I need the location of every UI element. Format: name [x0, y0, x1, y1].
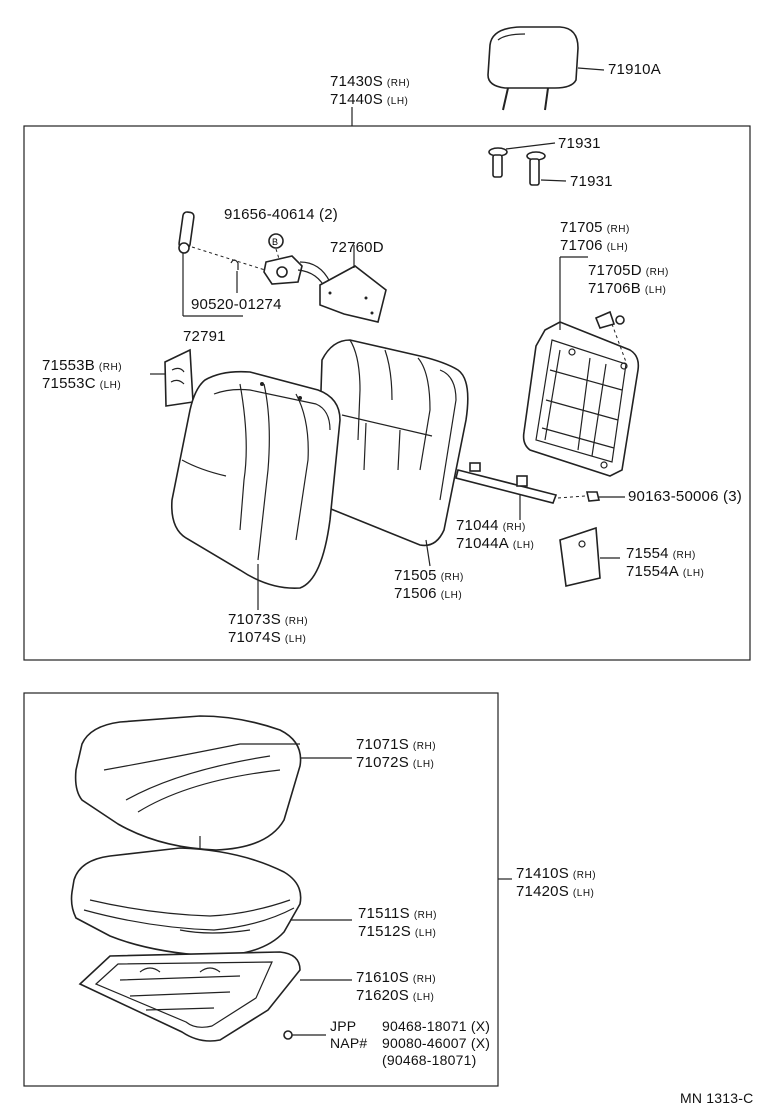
seatback-pad-label: 71505(RH) 71506(LH)	[394, 567, 464, 602]
cushion-assy-label: 71410S(RH) 71420S(LH)	[516, 865, 597, 900]
clip-drawing	[283, 1030, 326, 1040]
cushion-pad-drawing	[70, 847, 352, 957]
cushion-group-frame	[23, 692, 499, 1087]
back-frame-label: 71705(RH) 71706(LH)	[560, 219, 630, 254]
footer-code: MN 1313-C	[680, 1090, 754, 1106]
left-side-cover-drawing	[150, 348, 194, 407]
lever-label: 72791	[183, 328, 226, 345]
recliner-cover-label: 72760D	[330, 239, 384, 256]
cushion-cover-drawing	[74, 715, 352, 851]
cushion-frame-drawing	[78, 951, 352, 1042]
seatback-pad-drawing	[317, 339, 469, 567]
right-side-cover-drawing	[559, 526, 620, 587]
cushion-frame-label: 71610S(RH) 71620S(LH)	[356, 969, 437, 1004]
hinge-drawing	[455, 462, 625, 520]
seatback-cover-label: 71073S(RH) 71074S(LH)	[228, 611, 309, 646]
screw-label: 91656-40614 (2)	[224, 206, 338, 223]
seatback-group-frame	[23, 125, 751, 661]
seatback-cover-drawing	[170, 370, 341, 610]
right-side-cover-label: 71554(RH) 71554A(LH)	[626, 545, 705, 580]
hinge-label: 71044(RH) 71044A(LH)	[456, 517, 535, 552]
seatback-assy-label: 71430S(RH) 71440S(LH)	[330, 73, 411, 108]
svg-text:B: B	[272, 237, 278, 247]
headrest-support-drawing	[488, 142, 567, 186]
headrest-support-label-2: 71931	[570, 173, 613, 190]
seatback-frame-drawing	[522, 256, 640, 477]
headrest-label: 71910A	[608, 61, 661, 78]
bolt-label: 90163-50006 (3)	[628, 488, 742, 505]
headrest-support-label-1: 71931	[558, 135, 601, 152]
back-frame-sub-label: 71705D(RH) 71706B(LH)	[588, 262, 669, 297]
cushion-pad-label: 71511S(RH) 71512S(LH)	[358, 905, 437, 940]
pin-label: 90520-01274	[191, 296, 282, 313]
cushion-cover-label: 71071S(RH) 71072S(LH)	[356, 736, 437, 771]
headrest-drawing	[487, 26, 605, 111]
left-side-cover-label: 71553B(RH) 71553C(LH)	[42, 357, 123, 392]
recliner-lever-drawing: B	[178, 211, 387, 323]
